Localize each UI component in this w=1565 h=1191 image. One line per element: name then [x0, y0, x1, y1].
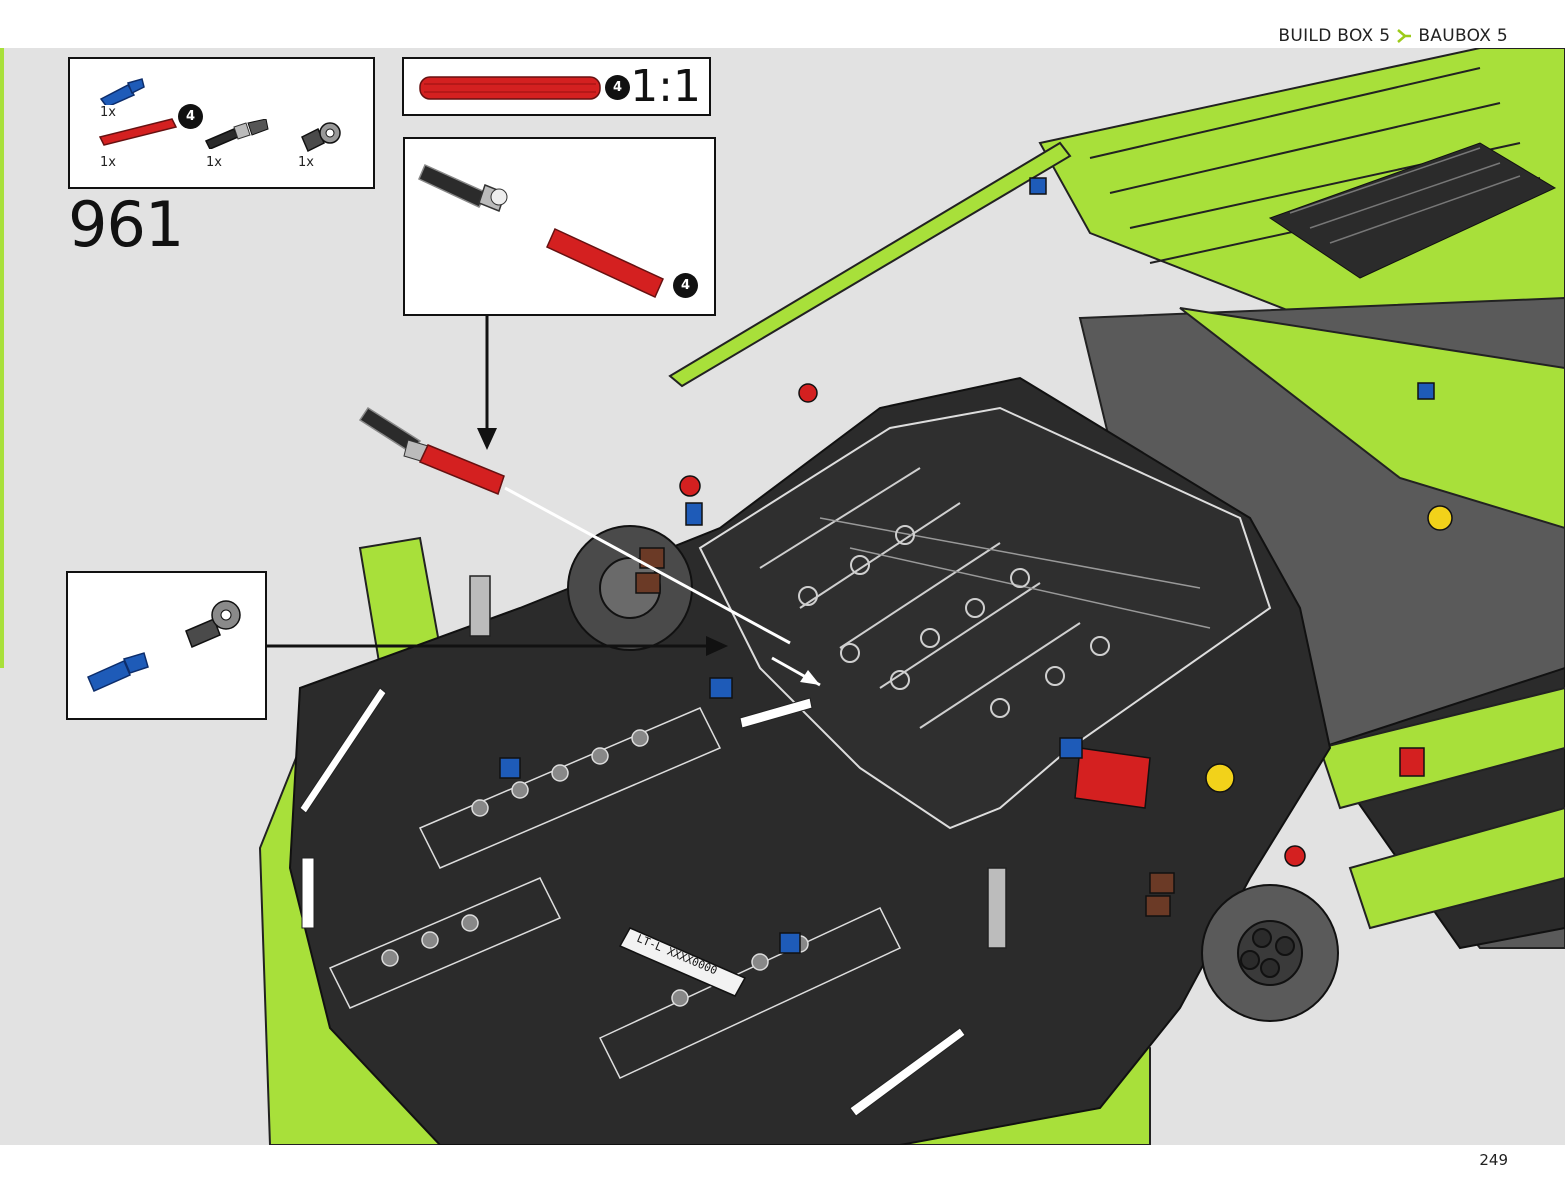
subassembly-callout-axle: 4 [403, 137, 716, 316]
callout-length-badge: 4 [673, 273, 698, 298]
red-axle-icon [98, 118, 178, 146]
gray-pin-connector-icon [301, 122, 341, 153]
red-axle-scale-icon [419, 76, 601, 100]
axle-insertion-diagram [418, 164, 664, 299]
parts-qty-gray-connector: 1x [298, 155, 314, 170]
build-box-label-en: BUILD BOX 5 [1278, 26, 1391, 46]
blue-connector-pin-icon [99, 78, 145, 105]
name-plate [618, 927, 747, 997]
parts-qty-blue-pin: 1x [100, 105, 116, 120]
parts-qty-red-axle: 1x [100, 155, 116, 170]
parts-qty-black-pin: 1x [206, 155, 222, 170]
page-footer [0, 1145, 1565, 1191]
black-axle-pin-icon [204, 119, 269, 149]
build-box-label: BUILD BOX 5 BAUBOX 5 [1278, 26, 1508, 46]
pin-insertion-diagram [87, 600, 241, 692]
chevron-arrow-icon [1397, 29, 1412, 43]
car-model-illustration: LT-L XXXX0000 [0, 48, 1565, 1145]
page-number: 249 [1479, 1151, 1508, 1169]
build-canvas: LT-L XXXX0000 [0, 48, 1565, 1145]
scale-length-badge: 4 [605, 75, 630, 100]
page-header: BUILD BOX 5 BAUBOX 5 [0, 0, 1565, 48]
scale-label: 1:1 [630, 61, 701, 112]
subassembly-callout-pin [66, 571, 267, 720]
parts-length-badge: 4 [178, 104, 203, 129]
axle-length-reference: 4 1:1 [402, 57, 711, 116]
build-box-label-de: BAUBOX 5 [1418, 26, 1508, 46]
step-number: 961 [68, 188, 184, 261]
parts-list: 1x 4 1x 1x 1x [68, 57, 375, 189]
exploded-red-axle-assembly [358, 406, 505, 495]
